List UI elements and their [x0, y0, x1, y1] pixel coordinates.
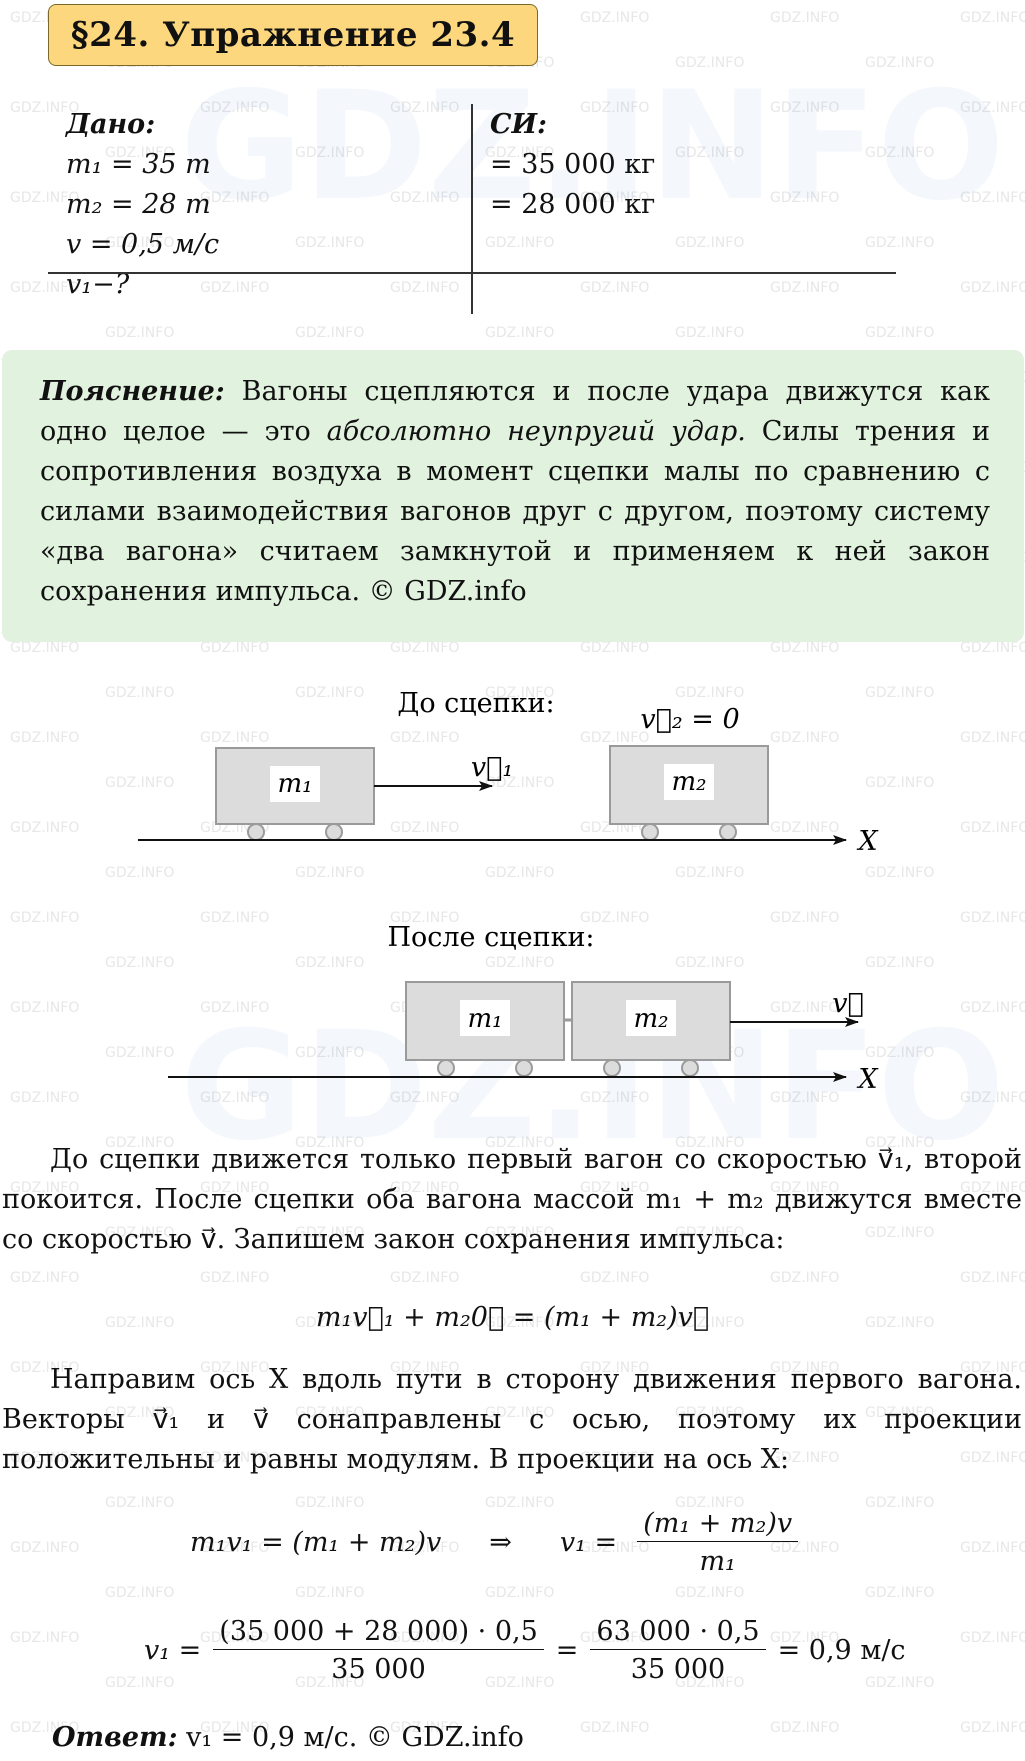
equation-projection: m₁v₁ = (m₁ + m₂)v ⇒ v₁ = (m₁ + m₂)v m₁ [190, 1508, 799, 1577]
wagon-1-after: m₁ [405, 981, 565, 1077]
explanation-label: Пояснение: [40, 376, 225, 407]
si-section: СИ: = 35 000 кг = 28 000 кг [490, 105, 655, 225]
explanation-italic: абсолютно неупругий удар. [326, 416, 746, 447]
eq2-fraction: (m₁ + m₂)v m₁ [637, 1508, 799, 1577]
v2-label: v⃗₂ = 0 [640, 704, 739, 735]
eq3-fraction-2: 63 000 · 0,5 35 000 [590, 1616, 766, 1685]
answer: Ответ: v₁ = 0,9 м/с. © GDZ.info [52, 1722, 524, 1753]
after-caption: После сцепки: [387, 922, 594, 953]
equation-calculation: v₁ = (35 000 + 28 000) · 0,5 35 000 = 63… [144, 1616, 906, 1685]
exercise-title: §24. Упражнение 23.4 [48, 4, 538, 66]
given-heading: Дано: [66, 109, 156, 140]
eq3-equals: = [555, 1635, 579, 1666]
given-find: v₁−? [66, 269, 130, 300]
eq3-lhs: v₁ = [144, 1635, 202, 1666]
v-label: v⃗ [832, 988, 863, 1019]
eq2-numerator: (m₁ + m₂)v [637, 1508, 799, 1542]
wagon-2-after-label: m₂ [633, 1004, 668, 1034]
eq3-denominator-1: 35 000 [331, 1654, 426, 1685]
given-m1: m₁ = 35 т [66, 149, 211, 180]
wagon-2-after: m₂ [571, 981, 731, 1077]
v1-label: v⃗₁ [471, 752, 513, 783]
given-divider-horizontal [48, 272, 896, 274]
si-m1: = 35 000 кг [490, 149, 656, 180]
wagon-2-before: m₂ [609, 745, 769, 841]
answer-label: Ответ: [52, 1722, 178, 1753]
eq2-result-lhs: v₁ = [559, 1527, 618, 1558]
x-axis-before-label: X [856, 826, 879, 857]
si-heading: СИ: [490, 109, 547, 140]
wagon-1-after-label: m₁ [467, 1004, 502, 1034]
eq3-fraction-1: (35 000 + 28 000) · 0,5 35 000 [213, 1616, 544, 1685]
paragraph-1: До сцепки движется только первый вагон с… [2, 1144, 1022, 1255]
answer-text: v₁ = 0,9 м/с. © GDZ.info [177, 1722, 524, 1753]
given-divider-vertical [471, 104, 473, 314]
explanation-box: Пояснение: Вагоны сцепляются и после уда… [2, 350, 1024, 642]
before-caption: До сцепки: [397, 688, 554, 719]
equation-momentum: m₁v⃗₁ + m₂0⃗ = (m₁ + m₂)v⃗ [315, 1302, 710, 1333]
x-axis-after-label: X [856, 1064, 879, 1095]
explanation-part-1: Вагоны сцепляются и после удара движутся… [40, 376, 990, 447]
given-section: Дано: m₁ = 35 т m₂ = 28 т v = 0,5 м/с v₁… [66, 105, 219, 305]
given-v: v = 0,5 м/с [66, 229, 220, 260]
eq3-numerator-2: 63 000 · 0,5 [590, 1616, 766, 1650]
eq2-arrow: ⇒ [489, 1527, 512, 1558]
explanation-part-2: Силы трения и сопротивления воздуха в мо… [40, 416, 990, 607]
eq3-numerator-1: (35 000 + 28 000) · 0,5 [213, 1616, 544, 1650]
eq3-result: = 0,9 м/с [777, 1635, 906, 1666]
wagon-1-before: m₁ [215, 747, 375, 841]
si-m2: = 28 000 кг [490, 189, 656, 220]
explanation-text: Пояснение: Вагоны сцепляются и после уда… [40, 372, 990, 612]
wagon-2-before-label: m₂ [671, 767, 706, 797]
eq2-left: m₁v₁ = (m₁ + m₂)v [190, 1527, 442, 1558]
eq2-denominator: m₁ [699, 1546, 736, 1577]
wagon-1-before-label: m₁ [277, 769, 312, 799]
paragraph-2: Направим ось X вдоль пути в сторону движ… [2, 1364, 1022, 1475]
eq3-denominator-2: 35 000 [630, 1654, 726, 1685]
given-m2: m₂ = 28 т [66, 189, 211, 220]
